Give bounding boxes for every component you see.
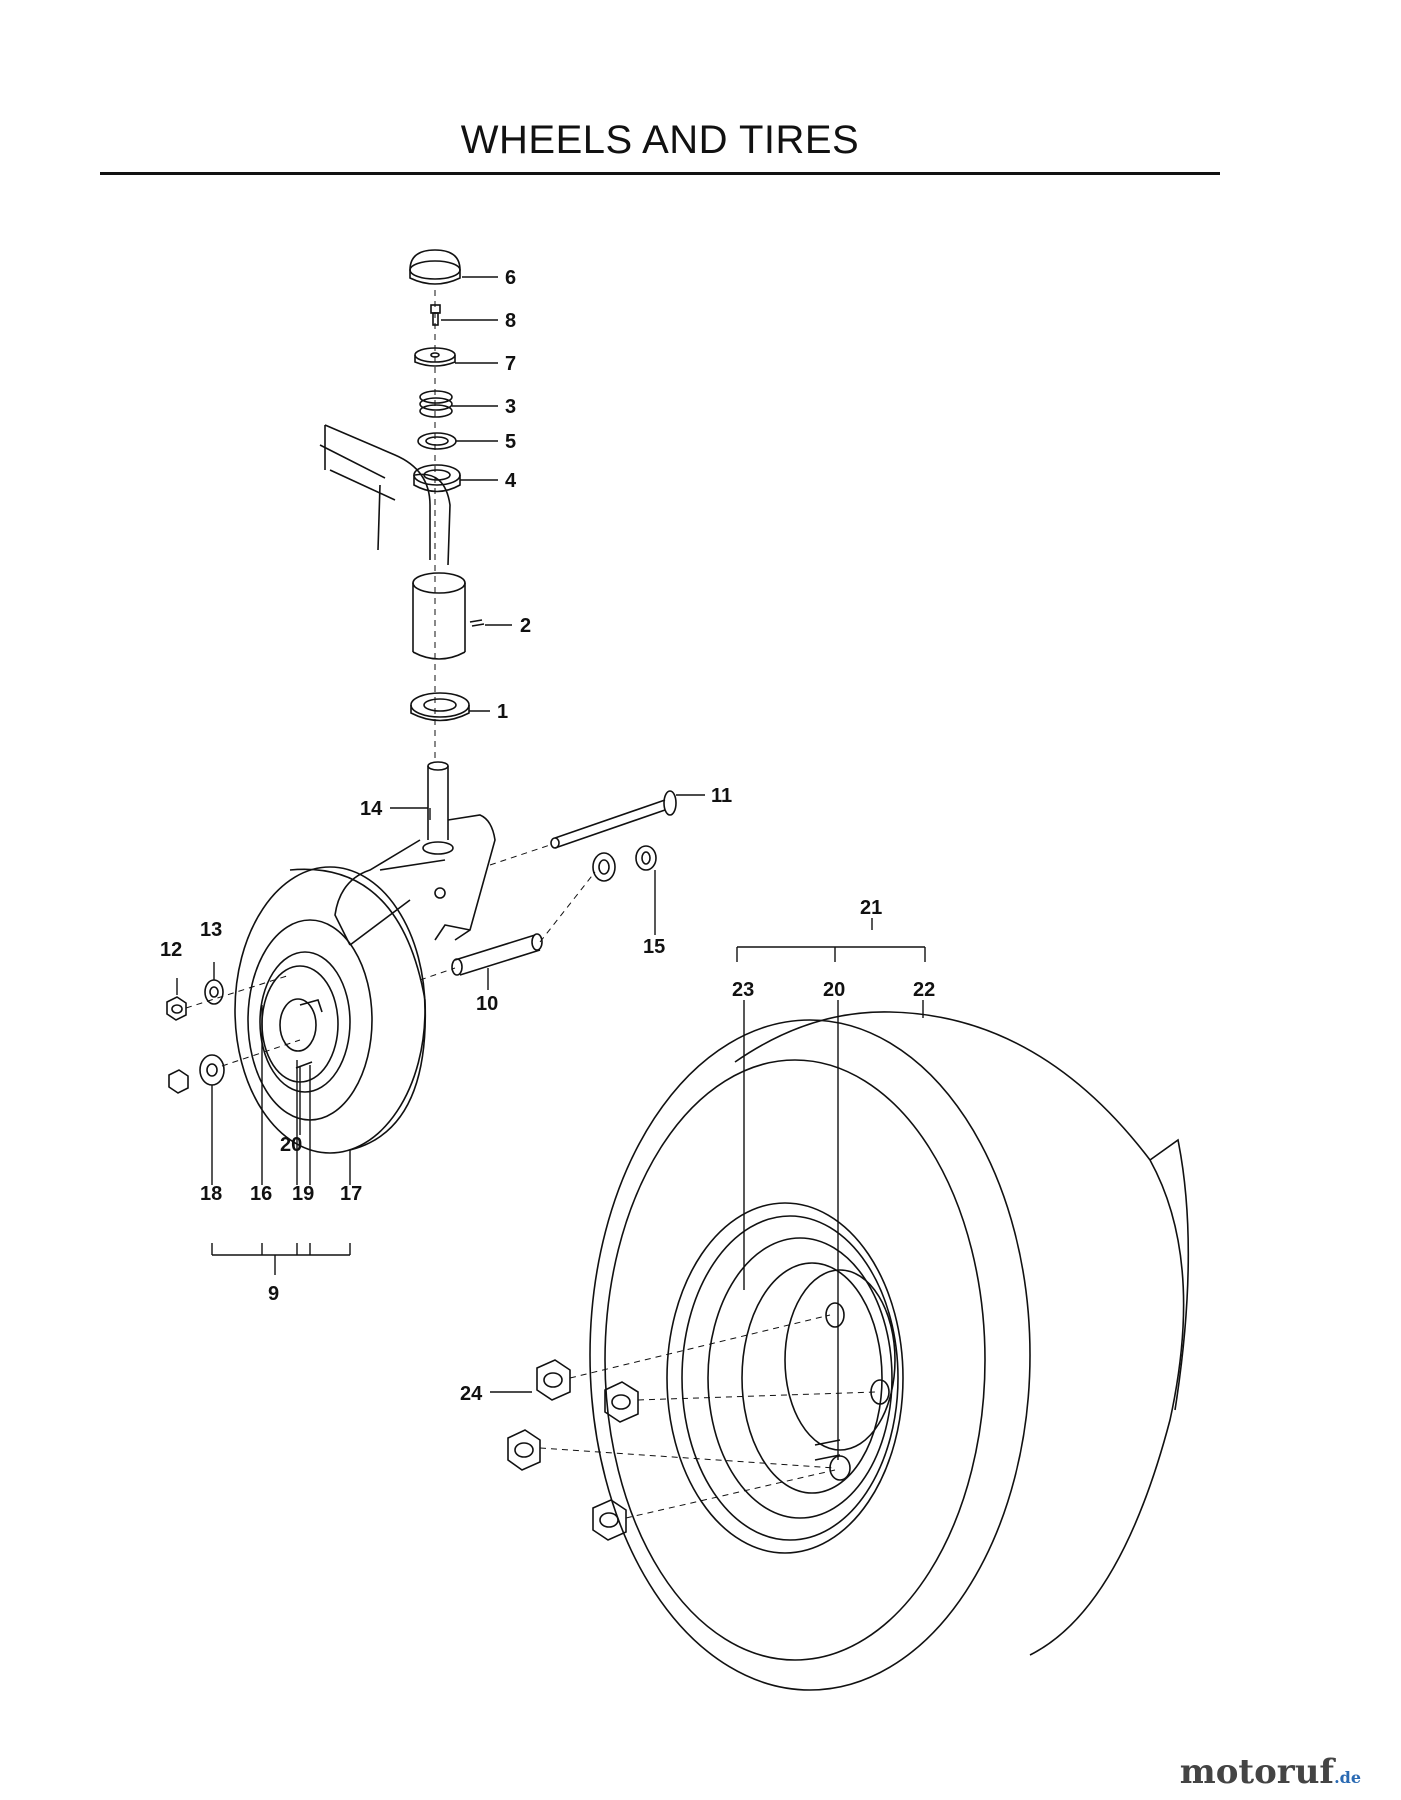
- small-caster-wheel: [234, 866, 427, 1154]
- callout-3: 3: [505, 396, 516, 418]
- part-3-spring-ring: [419, 390, 453, 418]
- callout-labels: 6 8 7 3 5 4 2 1 11 14 15 10 12 13 20 18 …: [160, 267, 935, 1405]
- part-5-washer: [417, 432, 457, 450]
- part-2-bushing-tube: [412, 572, 485, 660]
- part-1-bearing: [410, 692, 470, 722]
- callout-7: 7: [505, 353, 516, 375]
- callout-17: 17: [340, 1183, 362, 1205]
- callout-21: 21: [860, 897, 882, 919]
- callout-1: 1: [497, 701, 508, 723]
- callout-20-right: 20: [823, 979, 845, 1001]
- part-13-washer: [204, 979, 224, 1005]
- page-title: WHEELS AND TIRES: [460, 118, 860, 162]
- part-14-caster-fork: [334, 761, 496, 946]
- callout-19: 19: [292, 1183, 314, 1205]
- callout-10: 10: [476, 993, 498, 1015]
- callout-23: 23: [732, 979, 754, 1001]
- watermark-tld: .de: [1334, 1768, 1361, 1787]
- watermark-logo: motoruf.de: [1180, 1752, 1361, 1792]
- large-rear-wheel: [589, 1011, 1190, 1691]
- part-15-spacer: [592, 845, 657, 882]
- part-6-dust-cap: [409, 249, 461, 285]
- callout-20-left: 20: [280, 1134, 302, 1156]
- caster-arm-frame: [319, 424, 451, 566]
- part-10-axle-sleeve: [419, 871, 596, 981]
- part-18-nut: [168, 1054, 225, 1094]
- callout-16: 16: [250, 1183, 272, 1205]
- callout-2: 2: [520, 615, 531, 637]
- watermark-brand: motoruf: [1179, 1752, 1335, 1792]
- callout-6: 6: [505, 267, 516, 289]
- callout-12: 12: [160, 939, 182, 961]
- part-11-axle-bolt: [489, 790, 677, 866]
- lug-nut-axis-lines: [539, 1314, 876, 1519]
- callout-9: 9: [268, 1283, 279, 1305]
- callout-22: 22: [913, 979, 935, 1001]
- callout-leader-lines: [176, 276, 926, 1460]
- callout-14: 14: [360, 798, 383, 820]
- callout-18: 18: [200, 1183, 222, 1205]
- callout-15: 15: [643, 936, 665, 958]
- callout-4: 4: [505, 470, 517, 492]
- part-24-lug-nuts: [507, 1359, 639, 1541]
- title-rule: [100, 172, 1220, 175]
- part-12-nut: [166, 996, 187, 1021]
- callout-24: 24: [460, 1383, 483, 1405]
- callout-11: 11: [711, 785, 732, 807]
- callout-5: 5: [505, 431, 516, 453]
- callout-13: 13: [200, 919, 222, 941]
- callout-8: 8: [505, 310, 516, 332]
- part-4-bearing: [413, 464, 461, 493]
